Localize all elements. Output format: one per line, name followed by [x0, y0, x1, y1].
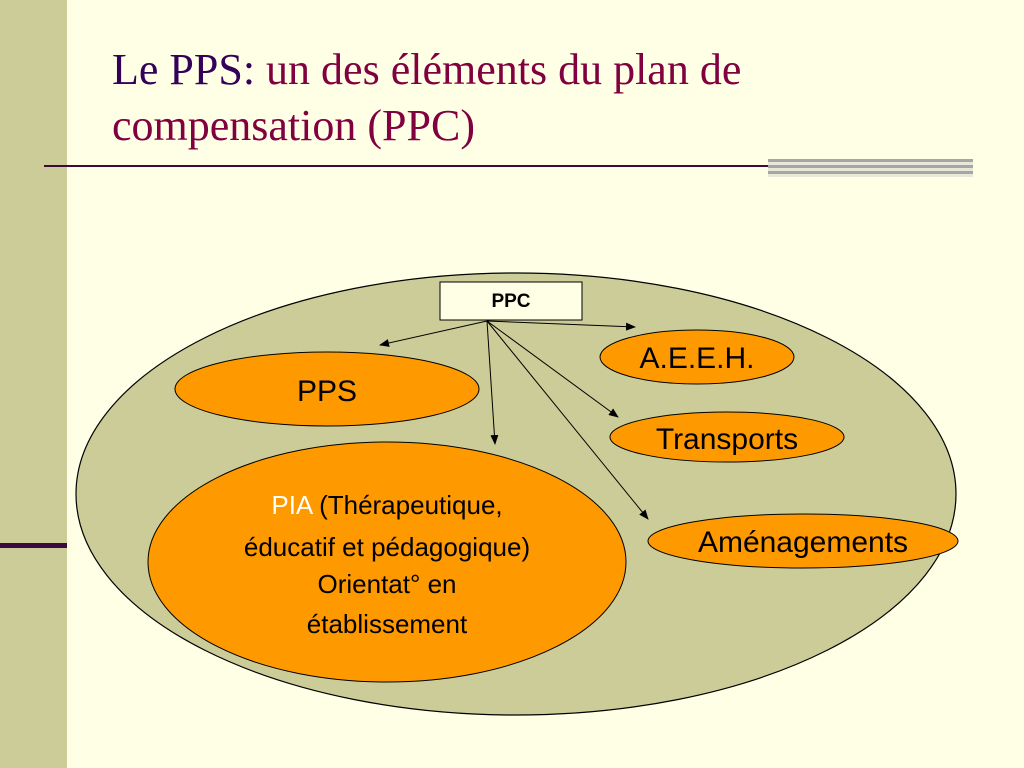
slide-title: Le PPS: un des éléments du plan de compe…	[112, 42, 972, 154]
title-rest: un des éléments du plan de compensation …	[112, 45, 742, 150]
ppc-root-label: PPC	[491, 291, 530, 312]
arrow-to-transports	[486, 320, 619, 418]
arrow-to-pps	[379, 320, 488, 347]
title-prefix: Le PPS:	[112, 45, 256, 94]
node-amenagements-label: Aménagements	[698, 526, 908, 559]
left-decor-accent	[0, 543, 67, 548]
title-rule	[44, 165, 770, 167]
arrow-to-pia	[486, 320, 499, 445]
title-rule-grey-bars	[768, 159, 973, 177]
node-pia: PIA (Thérapeutique, éducatif et pédagogi…	[147, 441, 627, 683]
node-aeeh: A.E.E.H.	[599, 329, 795, 385]
node-pia-line1: PIA (Thérapeutique,	[271, 490, 502, 520]
node-pia-line2: éducatif et pédagogique)	[244, 532, 530, 562]
pia-line1-rest: (Thérapeutique,	[312, 490, 503, 520]
connector-arrows	[379, 320, 649, 520]
pia-label: PIA	[271, 490, 314, 520]
arrow-to-aeeh	[486, 320, 636, 331]
node-transports: Transports	[609, 411, 845, 463]
ppc-root-box: PPC	[439, 281, 583, 321]
left-decor-bar	[0, 0, 67, 768]
node-amenagements: Aménagements	[647, 513, 959, 569]
arrow-to-amenagements	[486, 320, 649, 520]
node-aeeh-label: A.E.E.H.	[639, 342, 754, 375]
node-pps: PPS	[174, 351, 480, 427]
node-pia-line4: établissement	[307, 609, 468, 639]
node-transports-label: Transports	[656, 423, 798, 456]
node-pps-label: PPS	[297, 375, 357, 408]
node-pia-line3: Orientat° en	[317, 569, 456, 599]
